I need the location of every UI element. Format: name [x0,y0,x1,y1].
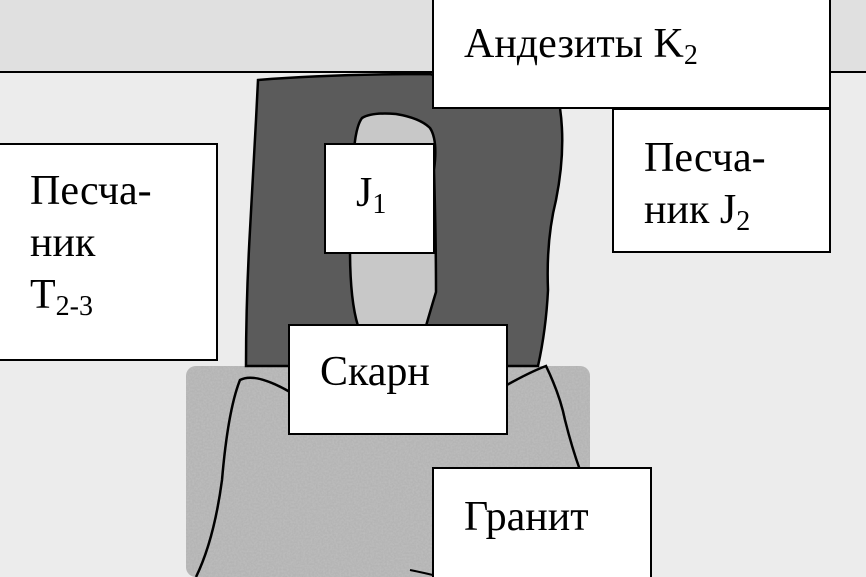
sandstone-j2-line2: ник J [644,187,737,233]
sandstone-t-subscript: 2-3 [55,291,93,322]
granite-label: Гранит [432,467,652,577]
j1-label-subscript: 1 [372,189,387,220]
sandstone-j2-line1: Песча- [644,135,766,181]
sandstone-j2-label: Песча- ник J2 [612,108,831,253]
andesite-label-subscript: 2 [683,40,698,71]
sandstone-t-label: Песча- ник T2-3 [0,143,218,361]
sandstone-t-line1: Песча- [30,168,152,214]
sandstone-j2-subscript: 2 [736,206,751,237]
sandstone-t-line3: T [30,272,56,318]
andesite-label-text: Андезиты K [464,21,684,67]
skarn-label-text: Скарн [320,349,430,395]
j1-label: J1 [324,143,435,254]
granite-label-text: Гранит [464,494,589,540]
andesite-label: Андезиты K2 [432,0,831,109]
skarn-label: Скарн [288,324,508,435]
sandstone-t-line2: ник [30,220,96,266]
j1-label-text: J [356,170,373,216]
